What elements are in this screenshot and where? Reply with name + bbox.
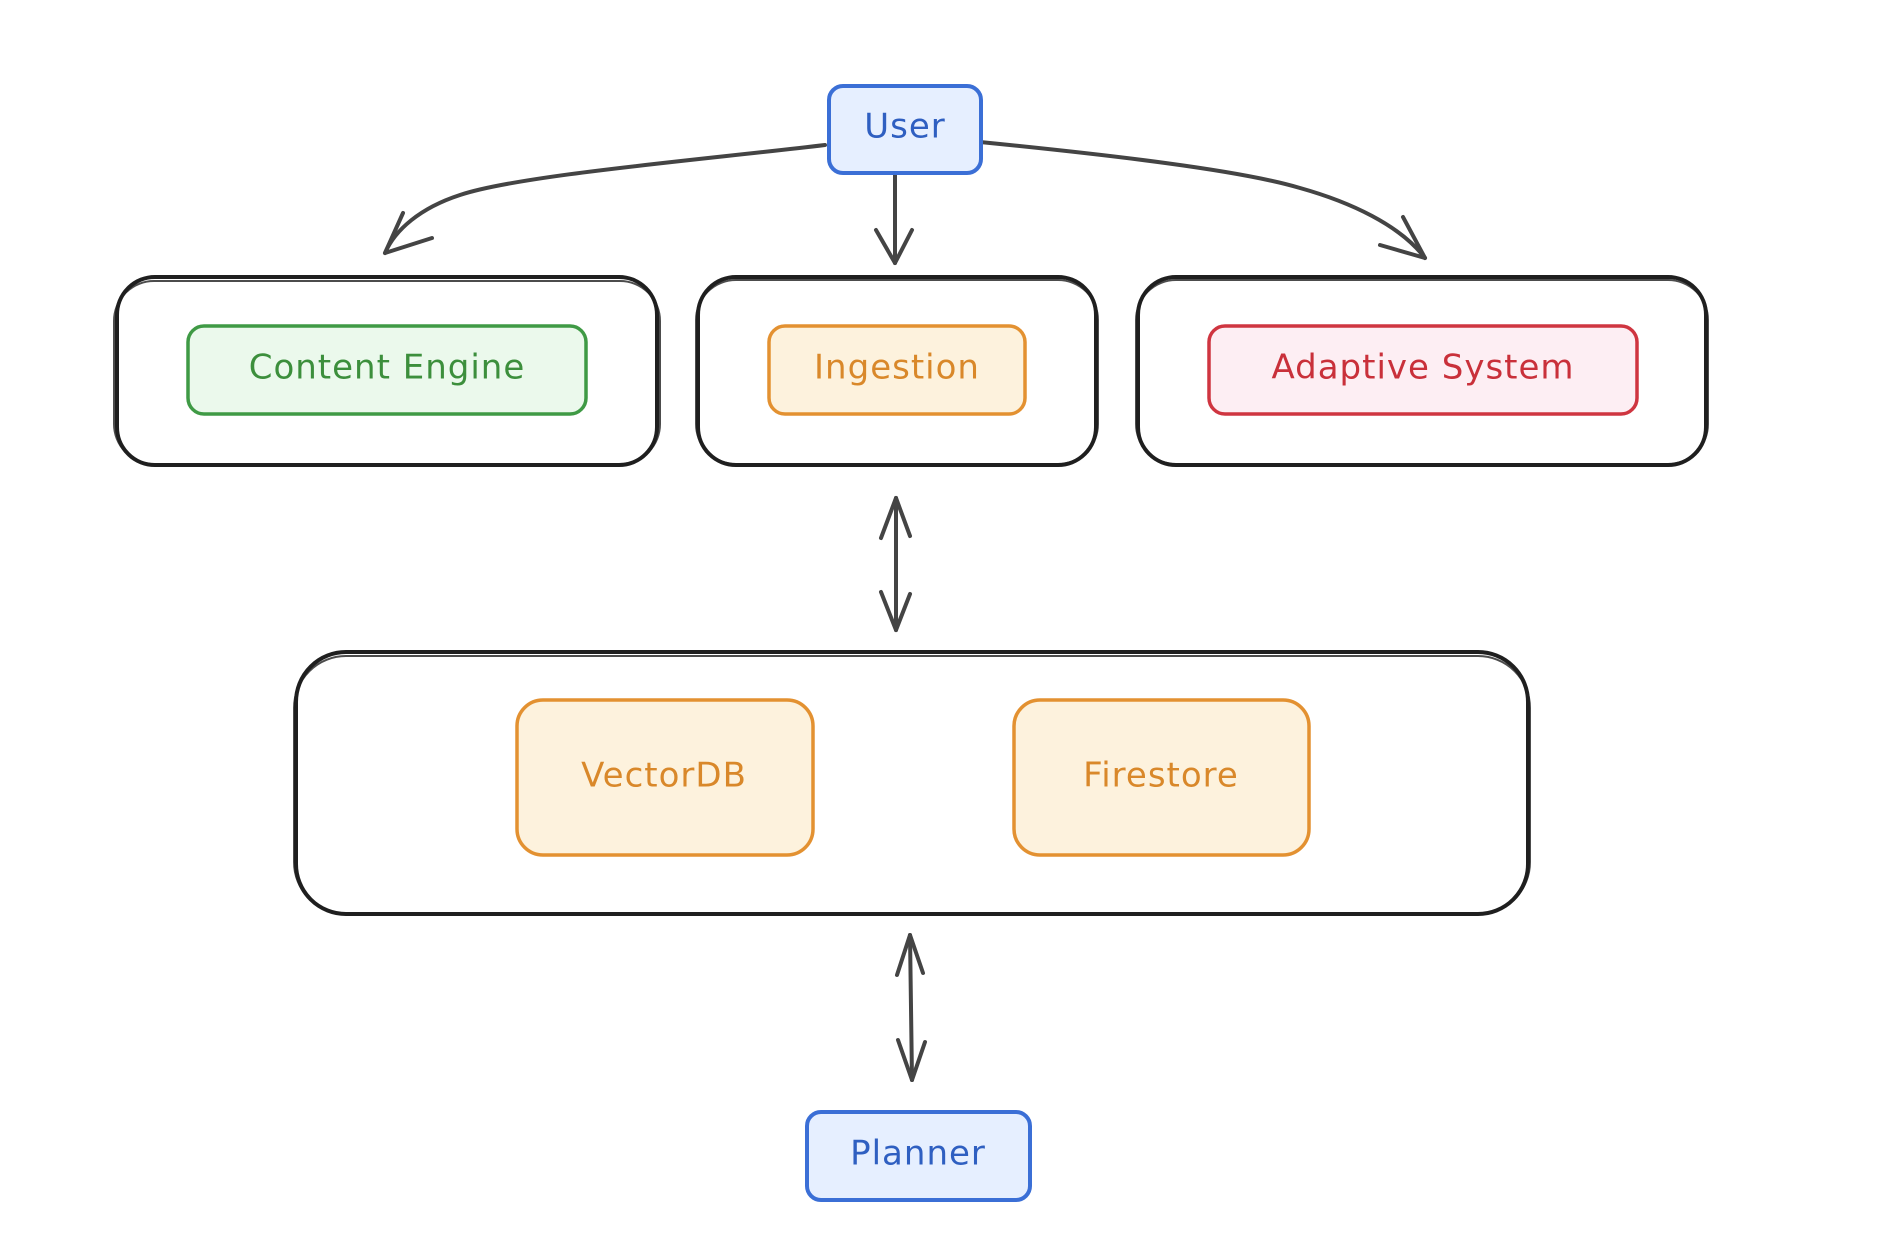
arrow-user-to-content-engine xyxy=(383,143,827,255)
arrowhead-adaptive-system xyxy=(1378,215,1427,260)
arrowhead-planner-down xyxy=(896,1038,927,1082)
adaptive-system-node[interactable]: Adaptive System xyxy=(1207,324,1639,416)
ingestion-node[interactable]: Ingestion xyxy=(767,324,1027,416)
arrow-user-to-adaptive-system xyxy=(978,140,1427,260)
planner-node[interactable]: Planner xyxy=(805,1110,1032,1202)
storage-container xyxy=(293,650,1531,916)
arrow-storage-planner xyxy=(908,933,914,1082)
vectordb-node[interactable]: VectorDB xyxy=(515,698,815,857)
content-engine-label: Content Engine xyxy=(249,348,526,388)
planner-label: Planner xyxy=(850,1134,986,1174)
arrowhead-ingestion-up xyxy=(879,496,912,540)
firestore-label: Firestore xyxy=(1083,756,1239,796)
vectordb-label: VectorDB xyxy=(581,756,747,796)
content-engine-node[interactable]: Content Engine xyxy=(186,324,588,416)
ingestion-label: Ingestion xyxy=(814,348,980,388)
arrowhead-ingestion xyxy=(874,228,914,265)
user-node[interactable]: User xyxy=(827,84,983,175)
user-label: User xyxy=(864,107,946,147)
arrowhead-content-engine xyxy=(383,211,434,255)
firestore-node[interactable]: Firestore xyxy=(1012,698,1311,857)
adaptive-system-label: Adaptive System xyxy=(1271,348,1574,388)
arrowhead-storage-down xyxy=(879,590,912,632)
arrowhead-storage-up xyxy=(895,933,925,977)
